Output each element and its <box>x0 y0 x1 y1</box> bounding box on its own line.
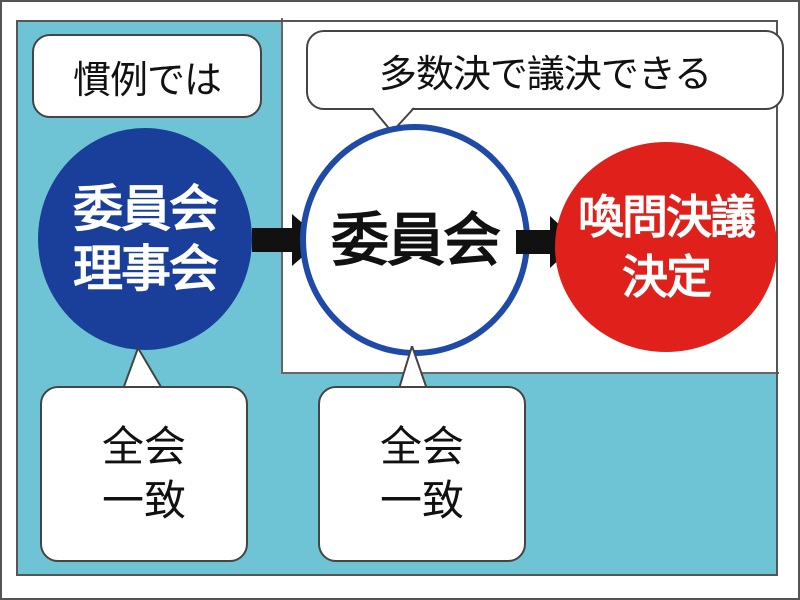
circle-line: 委員会 <box>330 206 501 274</box>
unanimous-bubble-tail <box>397 346 429 393</box>
circle-line: 理事会 <box>73 240 219 298</box>
committee-circle: 委員会 <box>300 124 530 356</box>
unanimous-bubble-left: 全会 一致 <box>40 386 248 562</box>
bubble-line: 一致 <box>379 476 464 525</box>
bubble-line: 一致 <box>101 476 186 525</box>
circle-line: 委員会 <box>73 180 219 238</box>
summons-resolution-circle: 喚問決議 決定 <box>555 142 777 352</box>
circle-line: 決定 <box>622 250 712 304</box>
circle-line: 喚問決議 <box>578 190 756 244</box>
unanimous-bubble-middle: 全会 一致 <box>318 386 526 562</box>
unanimous-bubble-tail <box>121 348 165 393</box>
majority-vote-label: 多数決で議決できる <box>378 51 712 96</box>
majority-vote-bubble: 多数決で議決できる <box>306 30 784 110</box>
committee-board-circle: 委員会 理事会 <box>38 128 252 350</box>
bubble-line: 全会 <box>101 422 186 471</box>
convention-bubble: 慣例では <box>32 34 262 118</box>
convention-label: 慣例では <box>72 57 222 102</box>
bubble-line: 全会 <box>379 422 464 471</box>
